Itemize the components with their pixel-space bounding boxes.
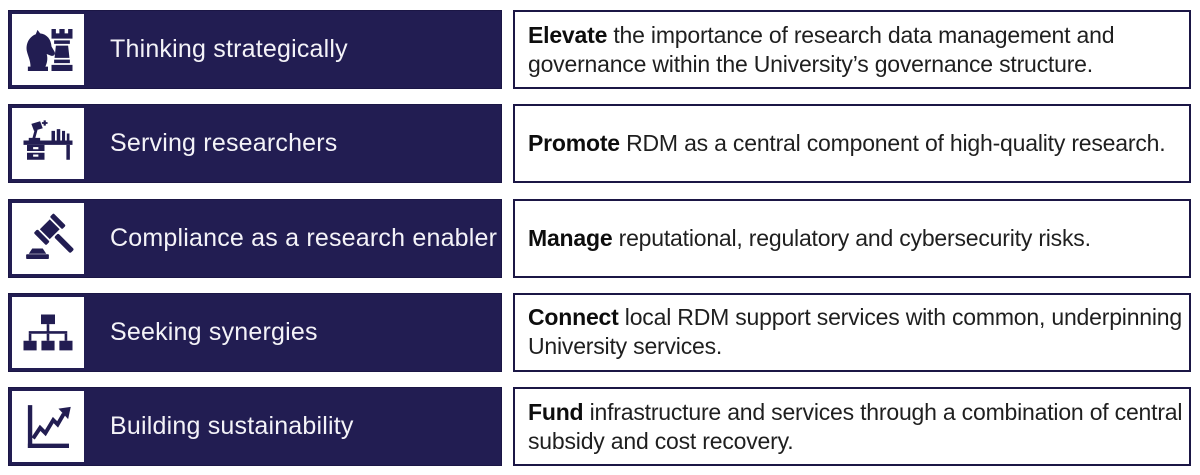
action-box: Elevate the importance of research data … (513, 10, 1191, 89)
action-description: infrastructure and services through a co… (528, 398, 1183, 454)
action-description: the importance of research data manageme… (528, 21, 1115, 77)
chess-pieces-icon (12, 14, 84, 85)
row-gap (502, 10, 513, 89)
pillar-label: Thinking strategically (110, 35, 348, 63)
action-text: Elevate the importance of research data … (528, 21, 1185, 79)
strategy-row-building-sustainability: Building sustainability Fund infrastruct… (8, 387, 1191, 466)
pillar-label: Serving researchers (110, 129, 338, 158)
action-text: Connect local RDM support services with … (528, 303, 1185, 361)
action-verb: Connect (528, 304, 619, 331)
strategy-row-compliance: Compliance as a research enabler Manage … (8, 198, 1191, 278)
pillar-banner: Serving researchers (8, 104, 502, 184)
row-gap (502, 387, 513, 466)
org-chart-icon (12, 296, 84, 368)
strategy-row-thinking-strategically: Thinking strategically Elevate the impor… (8, 10, 1191, 89)
pillar-banner: Building sustainability (8, 387, 502, 466)
action-description: local RDM support services with common, … (528, 304, 1182, 360)
researcher-desk-icon (12, 108, 84, 180)
strategy-row-seeking-synergies: Seeking synergies Connect local RDM supp… (8, 292, 1191, 372)
action-description: reputational, regulatory and cybersecuri… (612, 224, 1091, 251)
pillar-label: Seeking synergies (110, 317, 318, 346)
row-gap (502, 104, 513, 183)
action-box: Promote RDM as a central component of hi… (513, 104, 1191, 184)
row-gap (502, 199, 513, 278)
gavel-icon (12, 202, 84, 274)
action-description: RDM as a central component of high-quali… (619, 130, 1166, 157)
action-verb: Fund (528, 398, 584, 425)
pillar-banner: Compliance as a research enabler (8, 198, 502, 278)
action-box: Manage reputational, regulatory and cybe… (513, 198, 1191, 278)
pillar-label: Building sustainability (110, 412, 354, 440)
growth-chart-icon (12, 391, 84, 462)
row-gap (502, 293, 513, 372)
action-text: Promote RDM as a central component of hi… (528, 129, 1166, 158)
pillar-banner: Seeking synergies (8, 292, 502, 372)
action-box: Connect local RDM support services with … (513, 292, 1191, 372)
strategy-row-serving-researchers: Serving researchers Promote RDM as a cen… (8, 104, 1191, 184)
action-verb: Promote (528, 130, 620, 157)
action-verb: Manage (528, 224, 613, 251)
action-verb: Elevate (528, 21, 608, 48)
pillar-banner: Thinking strategically (8, 10, 502, 89)
action-text: Fund infrastructure and services through… (528, 398, 1185, 456)
action-box: Fund infrastructure and services through… (513, 387, 1191, 466)
pillar-label: Compliance as a research enabler (110, 223, 498, 252)
action-text: Manage reputational, regulatory and cybe… (528, 224, 1091, 253)
